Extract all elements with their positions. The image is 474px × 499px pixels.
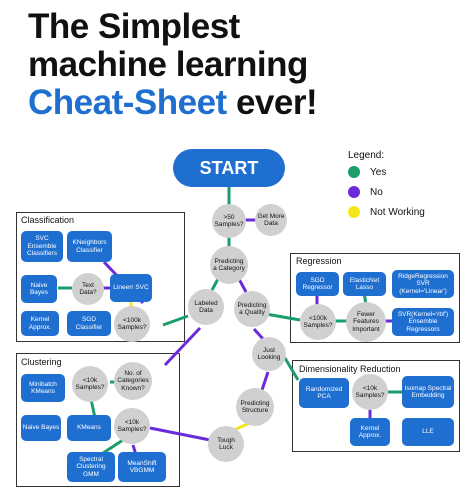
- legend-title: Legend:: [348, 150, 385, 161]
- regression-100k-question: <100k Samples?: [300, 304, 336, 340]
- regression-region-title: Regression: [296, 256, 342, 266]
- naive-bayes-classification-box: Naive Bayes: [21, 275, 57, 303]
- clu10k-top-to-kmeans-connector: [89, 398, 97, 419]
- naive-bayes-clustering-box: Naive Bayes: [21, 415, 61, 441]
- svc-ensemble-box: SVC Ensemble Classifiers: [21, 231, 63, 262]
- categories-known-question: No. of Categories Known?: [114, 362, 152, 400]
- sgd-classifier-box: SGD Classifier: [67, 311, 111, 336]
- lle-box: LLE: [402, 418, 454, 446]
- title-line-2: machine learning: [28, 45, 308, 84]
- predicting-category-question: Predicting a Category: [210, 246, 248, 284]
- justlooking-to-structure-connector: [260, 371, 270, 391]
- isomap-spectral-box: Isomap Spectral Embedding: [402, 376, 454, 408]
- sgd-regressor-box: SGD Regressor: [296, 272, 339, 296]
- justlooking-to-dim-connector: [283, 357, 300, 381]
- start-node: START: [173, 149, 285, 187]
- meanshift-vbgmm-box: MeanShift VBGMM: [118, 452, 166, 482]
- randomized-pca-box: Randomized PCA: [299, 378, 349, 408]
- get-more-data-node: Get More Data: [255, 204, 287, 236]
- title-accent: Cheat-Sheet: [28, 83, 227, 122]
- labeled-to-categories-connector: [163, 326, 202, 367]
- legend-item-not-working: Not Working: [348, 206, 425, 218]
- minibatch-kmeans-box: Minibatch KMeans: [21, 374, 65, 402]
- legend-not-working-dot: [348, 206, 360, 218]
- classification-region-title: Classification: [21, 215, 75, 225]
- legend-item-yes: Yes: [348, 166, 386, 178]
- legend-no-label: No: [370, 186, 383, 198]
- legend-yes-label: Yes: [370, 166, 387, 178]
- dimensionality-region-title: Dimensionality Reduction: [299, 364, 401, 374]
- elasticnet-lasso-box: ElasticNet Lasso: [343, 272, 386, 296]
- fewer-features-question: Fewer Features Important: [346, 302, 386, 342]
- clustering-10k-bottom-question: <10k Samples?: [114, 408, 150, 444]
- legend-yes-dot: [348, 166, 360, 178]
- just-looking-question: Just Looking: [252, 337, 286, 371]
- samples-50-question: >50 Samples?: [212, 204, 246, 238]
- legend-item-no: No: [348, 186, 383, 198]
- labeled-data-question: Labeled Data: [188, 289, 224, 325]
- predicting-quantity-question: Predicting a Quality: [234, 291, 270, 327]
- toughluck-to-clu10k-connector: [149, 426, 211, 442]
- legend-no-dot: [348, 186, 360, 198]
- ridge-svr-box: RidgeRegression SVR (Kernel='Linear'): [392, 270, 454, 298]
- classification-100k-question: <100k Samples?: [114, 306, 150, 342]
- title-line-3: Cheat-Sheet ever!: [28, 83, 318, 122]
- kneighbors-classifier-box: KNeighbors Classifier: [67, 231, 112, 262]
- clustering-10k-top-question: <10k Samples?: [72, 366, 108, 402]
- labeled-to-cls100k-connector: [162, 314, 189, 327]
- category-to-labeled-connector: [210, 278, 220, 291]
- quantity-to-reg100k-connector: [265, 312, 301, 322]
- text-data-question: Text Data?: [72, 273, 104, 305]
- clustering-region-title: Clustering: [21, 357, 62, 367]
- title-line-1: The Simplest: [28, 7, 240, 46]
- linear-svc-box: Lineerr SVC: [110, 274, 152, 302]
- legend-not-working-label: Not Working: [370, 206, 425, 218]
- kernel-approx-classification-box: Kernel Approx.: [21, 311, 59, 336]
- tough-luck-node: Tough Luck: [208, 426, 244, 462]
- kmeans-box: KMeans: [67, 415, 111, 441]
- kernel-approx-dimensionality-box: Kernel Approx.: [350, 418, 390, 446]
- title-suffix: ever!: [226, 83, 318, 122]
- predicting-structure-question: Predicting Structure: [236, 388, 274, 426]
- spectral-gmm-box: Spectral Clustering GMM: [67, 452, 115, 482]
- category-to-quantity-connector: [237, 278, 248, 293]
- svr-ensemble-box: SVR(Kernel='rbf') Ensemble Regressors: [392, 308, 454, 336]
- dimensionality-10k-question: <10k Samples?: [352, 374, 388, 410]
